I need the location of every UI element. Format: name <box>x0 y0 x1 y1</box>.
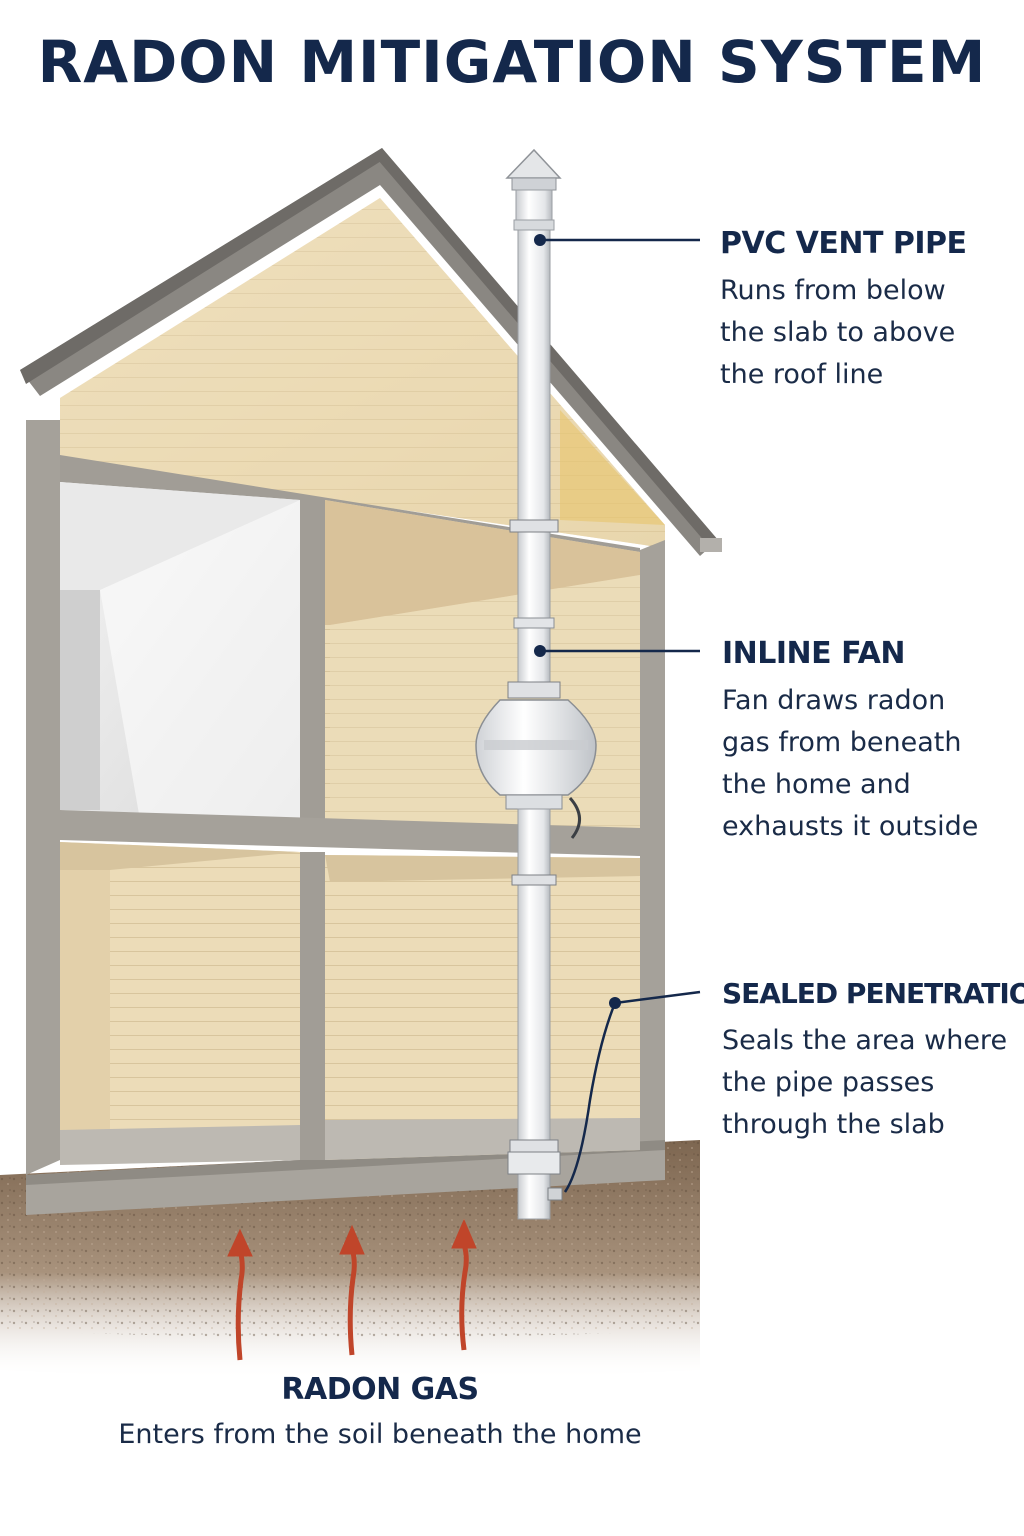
callout-description: Seals the area where the pipe passes thr… <box>722 1020 1024 1146</box>
callout-line: Runs from below <box>720 275 946 306</box>
callout-heading: RADON GAS <box>281 1372 479 1407</box>
radon-arrow-icon <box>235 1249 245 1361</box>
lower-vent-pipe <box>507 808 563 1220</box>
callout-line: gas from beneath <box>722 727 962 758</box>
callout-heading: SEALED PENETRATION <box>722 977 1024 1010</box>
callout-sealed-penetration: SEALED PENETRATION Seals the area where … <box>722 976 1024 1146</box>
callout-description: Runs from below the slab to above the ro… <box>720 270 967 396</box>
radon-arrow-icon <box>227 1228 253 1257</box>
radon-arrow-icon <box>347 1247 357 1356</box>
callout-line: exhausts it outside <box>722 811 979 842</box>
callout-line: Fan draws radon <box>722 685 946 716</box>
callout-line: the home and <box>722 769 911 800</box>
interior-wall-lower <box>300 852 325 1160</box>
radon-arrow-icon <box>339 1224 365 1255</box>
callout-line: Enters from the soil beneath the home <box>118 1419 642 1450</box>
lower-left-room <box>60 842 300 1165</box>
callout-inline-fan: INLINE FAN Fan draws radon gas from bene… <box>722 636 978 848</box>
middle-floor <box>60 810 640 856</box>
callout-description: Fan draws radon gas from beneath the hom… <box>722 680 978 848</box>
radon-arrows <box>227 1218 477 1361</box>
callout-line: through the slab <box>722 1109 945 1140</box>
leader-lines <box>540 238 701 1193</box>
callout-pvc-vent-pipe: PVC VENT PIPE Runs from below the slab t… <box>720 226 967 396</box>
callout-line: the roof line <box>720 359 884 390</box>
radon-arrow-icon <box>451 1218 477 1249</box>
pvc-vent-pipe <box>505 148 562 699</box>
radon-arrow-icon <box>459 1243 469 1351</box>
callout-description: Enters from the soil beneath the home <box>0 1414 760 1456</box>
leader-dot-icon <box>534 234 546 246</box>
callout-line: Seals the area where <box>722 1025 1008 1056</box>
leader-dot-icon <box>534 645 546 657</box>
interior-wall-upper <box>300 500 325 820</box>
upper-left-room <box>60 482 300 820</box>
callout-line: the pipe passes <box>722 1067 935 1098</box>
callout-heading: PVC VENT PIPE <box>720 226 967 261</box>
attic-gable <box>60 198 665 548</box>
leader-line-seal <box>563 990 701 1193</box>
leader-dots <box>534 234 621 1009</box>
callout-heading: INLINE FAN <box>722 636 905 671</box>
lower-right-room <box>325 855 640 1160</box>
callout-line: the slab to above <box>720 317 956 348</box>
upper-right-room <box>325 500 640 830</box>
page-title: RADON MITIGATION SYSTEM <box>37 28 987 96</box>
callout-radon-gas: RADON GAS Enters from the soil beneath t… <box>0 1372 760 1456</box>
leader-dot-icon <box>609 997 621 1009</box>
